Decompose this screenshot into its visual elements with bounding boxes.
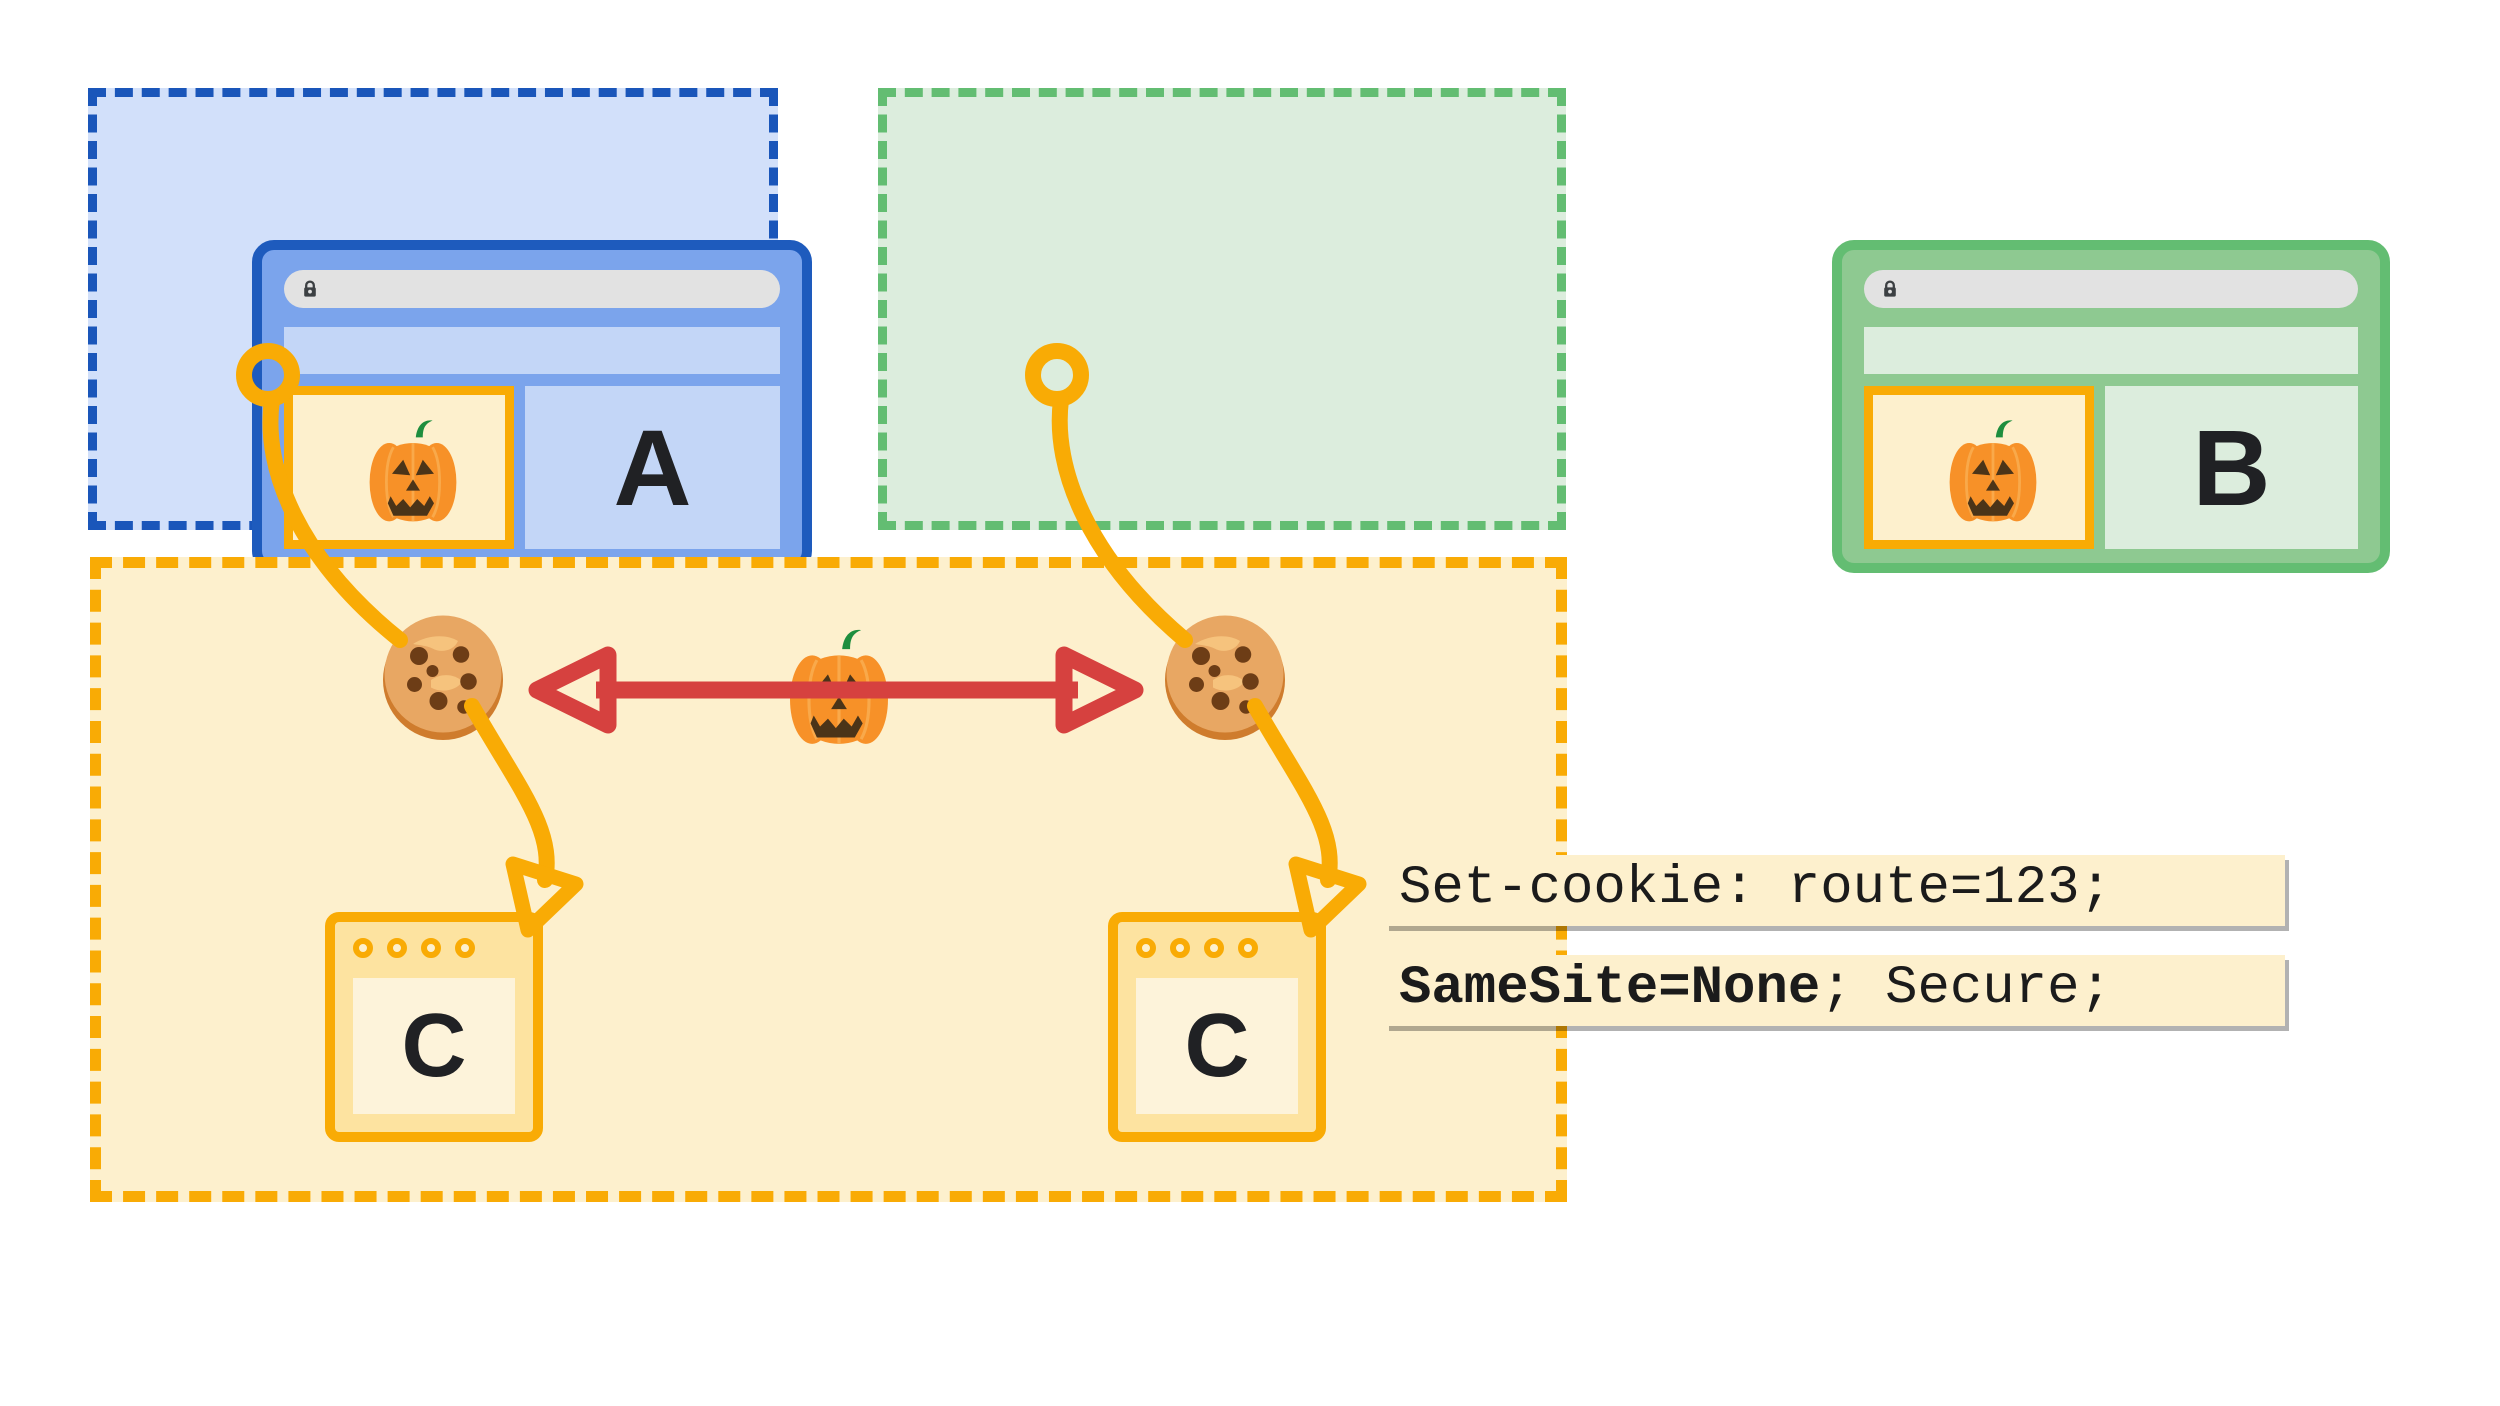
lock-icon xyxy=(1880,279,1900,299)
browser-b-toolbar-band xyxy=(1864,327,2358,374)
site-a-boundary: A xyxy=(88,88,812,573)
browser-window-a: A xyxy=(252,240,812,573)
page-content-a: A xyxy=(525,386,780,549)
window-dot xyxy=(1238,938,1258,958)
window-dot xyxy=(455,938,475,958)
site-b-label: B xyxy=(2192,406,2271,528)
site-c-boundary xyxy=(90,557,1567,1202)
site-a-label: A xyxy=(613,406,692,528)
server-window-dots xyxy=(1136,938,1258,958)
window-dot xyxy=(421,938,441,958)
iframe-a xyxy=(284,386,514,549)
address-bar-b[interactable] xyxy=(1864,270,2358,308)
server-c-left: C xyxy=(325,912,543,1142)
browser-window-b: B xyxy=(1832,240,2390,573)
set-cookie-header-line-1: Set-cookie: route=123; xyxy=(1385,855,2285,927)
page-content-b: B xyxy=(2105,386,2358,549)
window-dot xyxy=(1170,938,1190,958)
secure-attribute: ; Secure; xyxy=(1820,958,2112,1019)
browser-b-viewport: B xyxy=(1864,386,2358,549)
window-dot xyxy=(1204,938,1224,958)
server-c-right-label: C xyxy=(1184,996,1250,1096)
lock-icon xyxy=(300,279,320,299)
address-bar-a[interactable] xyxy=(284,270,780,308)
browser-a-toolbar-band xyxy=(284,327,780,374)
site-b-boundary: B xyxy=(878,88,2390,573)
server-window-dots xyxy=(353,938,475,958)
pumpkin-icon xyxy=(343,401,483,541)
pumpkin-icon xyxy=(1923,401,2063,541)
iframe-b xyxy=(1864,386,2094,549)
window-dot xyxy=(387,938,407,958)
set-cookie-text: Set-cookie: route=123; xyxy=(1399,858,2112,919)
server-c-right-screen: C xyxy=(1136,978,1298,1114)
window-dot xyxy=(353,938,373,958)
server-c-right: C xyxy=(1108,912,1326,1142)
server-c-left-label: C xyxy=(401,996,467,1096)
set-cookie-header-line-2: SameSite=None; Secure; xyxy=(1385,955,2285,1027)
samesite-none-attribute: SameSite=None xyxy=(1399,958,1821,1019)
browser-a-viewport: A xyxy=(284,386,780,549)
server-c-left-screen: C xyxy=(353,978,515,1114)
cookie-icon xyxy=(1150,602,1300,752)
window-dot xyxy=(1136,938,1156,958)
cookie-icon xyxy=(368,602,518,752)
